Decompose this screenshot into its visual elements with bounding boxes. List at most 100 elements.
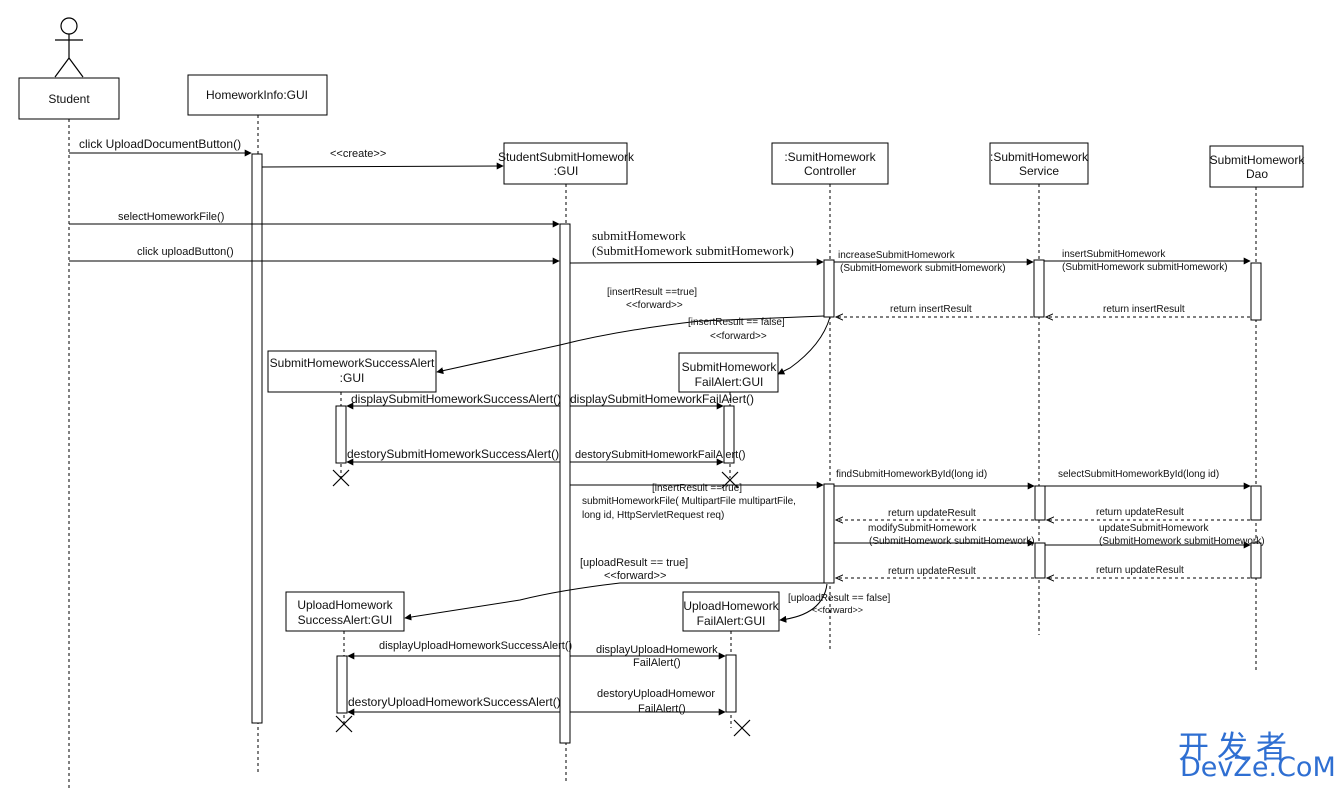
activation-service-1 [1033, 259, 1045, 318]
actor-upload-fail-alert-line2: FailAlert:GUI [697, 614, 766, 628]
actor-student-submit-gui-line1: StudentSubmitHomework [498, 150, 635, 164]
actor-success-alert-line2: :GUI [340, 371, 365, 385]
label-select-file: selectHomeworkFile() [118, 211, 224, 223]
label-guard-false-line1: [insertResult == false] [688, 317, 785, 328]
actor-dao-line2: Dao [1246, 167, 1268, 181]
activation-service-3 [1034, 542, 1046, 579]
actor-success-alert: SubmitHomeworkSuccessAlert :GUI [267, 350, 437, 393]
label-select-by-id: selectSubmitHomeworkById(long id) [1058, 469, 1219, 480]
watermark-chinese: 开发者 [1178, 730, 1295, 766]
label-submit-homework-line2: (SubmitHomework submitHomework) [592, 243, 794, 258]
actor-controller-line2: Controller [804, 164, 856, 178]
activation-upload-success-alert [336, 655, 348, 714]
label-display-upload-fail-line1: displayUploadHomework [596, 644, 718, 656]
label-guard-true-2: [insertResult ==true] [652, 483, 742, 494]
activation-controller-1 [823, 259, 835, 318]
label-destroy-upload-fail-line2: FailAlert() [638, 703, 686, 715]
activation-controller-2 [823, 483, 835, 584]
actor-service-line2: Service [1019, 164, 1059, 178]
label-upload-guard-true-line2: <<forward>> [604, 570, 666, 582]
label-submit-file-line2: long id, HttpServletRequest req) [582, 510, 724, 521]
label-click-upload-doc: click UploadDocumentButton() [79, 137, 241, 151]
label-destroy-success: destorySubmitHomeworkSuccessAlert() [347, 447, 559, 461]
actor-upload-success-alert-line2: SuccessAlert:GUI [298, 613, 393, 627]
label-upload-guard-false-line2: <<forward>> [812, 605, 863, 615]
activation-dao-3 [1250, 542, 1262, 579]
activation-fail-alert [723, 405, 735, 464]
actor-upload-success-alert-line1: UploadHomework [297, 598, 393, 612]
destroy-mark-upload-fail-alert [733, 719, 751, 737]
actor-service: :SubmitHomework Service [989, 142, 1089, 185]
label-submit-homework-line1: submitHomework [592, 228, 686, 243]
label-insert-line2: (SubmitHomework submitHomework) [1062, 262, 1228, 273]
activation-dao-1 [1250, 262, 1262, 321]
label-return-insert-2: return insertResult [1103, 304, 1185, 315]
actor-fail-alert: SubmitHomework FailAlert:GUI [678, 352, 779, 393]
actor-service-line1: :SubmitHomework [990, 150, 1089, 164]
label-return-insert-1: return insertResult [890, 304, 972, 315]
actor-student-submit-gui: StudentSubmitHomework :GUI [498, 142, 635, 185]
msg-submit-homework [569, 258, 824, 266]
msg-create [261, 162, 504, 170]
msg-forward-true [436, 315, 825, 375]
watermark-english: DevZe.CoM [1180, 752, 1336, 783]
label-update-line1: updateSubmitHomework [1099, 523, 1209, 534]
label-increase-line1: increaseSubmitHomework [838, 250, 956, 261]
label-destroy-fail: destorySubmitHomeworkFailAlert() [575, 449, 746, 461]
label-submit-file-line1: submitHomeworkFile( MultipartFile multip… [582, 496, 796, 507]
label-display-upload-success: displayUploadHomeworkSuccessAlert() [379, 640, 572, 652]
label-return-update-3: return updateResult [888, 566, 976, 577]
label-destroy-upload-success: destoryUploadHomeworkSuccessAlert() [348, 695, 561, 709]
actor-homework-info: HomeworkInfo:GUI [187, 74, 328, 116]
label-modify-line1: modifySubmitHomework [868, 523, 977, 534]
label-create: <<create>> [330, 148, 386, 160]
actor-upload-success-alert: UploadHomework SuccessAlert:GUI [285, 591, 405, 632]
msg-upload-forward-false [779, 583, 828, 623]
label-display-upload-fail-line2: FailAlert() [633, 657, 681, 669]
label-increase-line2: (SubmitHomework submitHomework) [840, 263, 1006, 274]
label-upload-guard-false-line1: [uploadResult == false] [788, 593, 891, 604]
activation-service-2 [1034, 485, 1046, 521]
actor-student-submit-gui-line2: :GUI [554, 164, 579, 178]
actor-controller: :SumitHomework Controller [771, 142, 889, 185]
label-display-fail: displaySubmitHomeworkFailAlert() [570, 392, 754, 406]
msg-upload-forward-true [404, 582, 824, 621]
label-return-update-4: return updateResult [1096, 565, 1184, 576]
student-actor-icon [54, 17, 84, 78]
label-find-by-id: findSubmitHomeworkById(long id) [836, 469, 987, 480]
label-guard-true-line2: <<forward>> [626, 300, 683, 311]
activation-student-submit-gui [559, 223, 571, 744]
label-guard-false-line2: <<forward>> [710, 331, 767, 342]
actor-dao-line1: SubmitHomework [1210, 153, 1306, 167]
activation-upload-fail-alert [725, 654, 737, 713]
activation-homework-info [251, 153, 263, 724]
label-return-update-2: return updateResult [1096, 507, 1184, 518]
label-click-upload: click uploadButton() [137, 246, 234, 258]
activations [251, 153, 1262, 744]
destroy-marks [332, 469, 751, 737]
label-update-line2: (SubmitHomework submitHomework) [1099, 536, 1265, 547]
actor-homework-info-label: HomeworkInfo:GUI [206, 88, 308, 102]
actor-upload-fail-alert: UploadHomework FailAlert:GUI [682, 591, 780, 632]
msg-forward-false [777, 316, 831, 375]
label-guard-true-line1: [insertResult ==true] [607, 287, 697, 298]
destroy-mark-success-alert [332, 469, 350, 487]
label-insert-line1: insertSubmitHomework [1062, 249, 1166, 260]
actor-fail-alert-line2: FailAlert:GUI [695, 375, 764, 389]
message-labels: click UploadDocumentButton() <<create>> … [79, 137, 1265, 715]
destroy-mark-upload-success-alert [335, 715, 353, 733]
label-modify-line2: (SubmitHomework submitHomework) [869, 536, 1035, 547]
messages-return [836, 317, 1250, 578]
messages-solid [69, 149, 1251, 716]
label-upload-guard-true-line1: [uploadResult == true] [580, 557, 688, 569]
activation-dao-2 [1250, 485, 1262, 521]
actor-dao: SubmitHomework Dao [1209, 145, 1306, 188]
label-return-update-1: return updateResult [888, 508, 976, 519]
actor-upload-fail-alert-line1: UploadHomework [683, 599, 779, 613]
actor-controller-line1: :SumitHomework [784, 150, 876, 164]
label-destroy-upload-fail-line1: destoryUploadHomewor [597, 688, 715, 700]
actor-student: Student [18, 77, 120, 120]
activation-success-alert [335, 405, 347, 464]
label-display-success: displaySubmitHomeworkSuccessAlert() [351, 392, 561, 406]
